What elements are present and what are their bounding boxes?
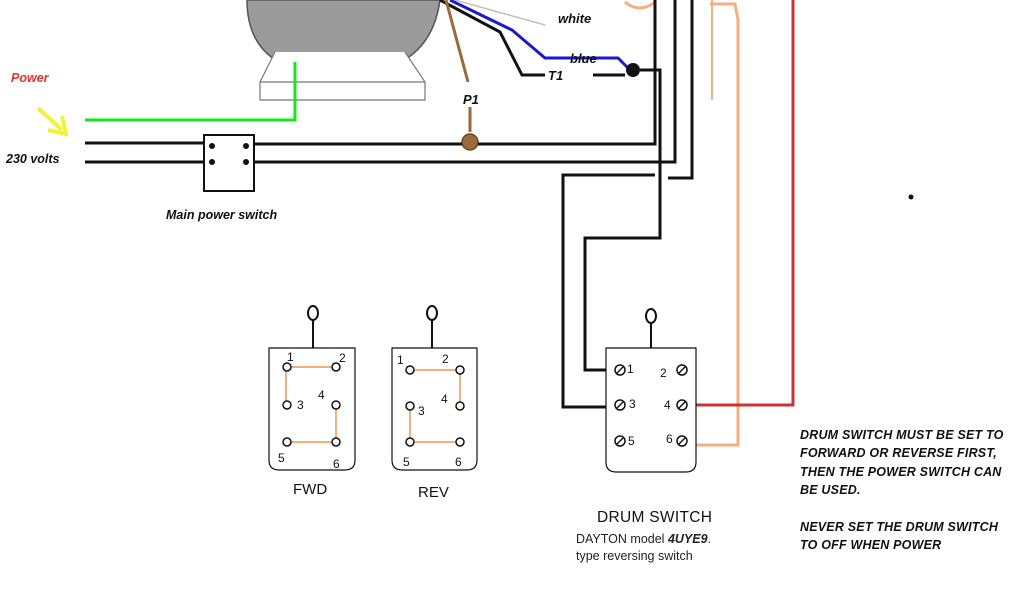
label-230-volts: 230 volts [6,152,60,166]
drum-terminal-5: 5 [628,434,635,448]
wire-blue [449,0,630,70]
label-power: Power [11,71,49,85]
drum-terminal-1: 1 [627,362,634,376]
p1-connector [461,133,479,151]
rev-terminal-6: 6 [455,455,462,469]
drum-subtitle-prefix: DAYTON model [576,532,668,546]
warning-note: DRUM SWITCH MUST BE SET TO FORWARD OR RE… [800,426,1015,554]
main-power-switch [203,134,255,192]
fwd-terminal-1: 1 [287,350,294,364]
fwd-terminal-3: 3 [297,398,304,412]
wire-ground [85,62,297,122]
label-p1: P1 [463,92,479,107]
fwd-terminal-5: 5 [278,451,285,465]
drum-terminal-3: 3 [629,397,636,411]
label-blue: blue [570,51,597,66]
wire-p1 [444,0,470,83]
power-arrow-icon [36,106,69,137]
drum-switch [605,308,697,473]
rev-terminal-3: 3 [418,404,425,418]
fwd-terminal-4: 4 [318,388,325,402]
fwd-title: FWD [293,481,328,498]
wire-junction-down [583,68,662,372]
switch-out-2 [254,0,677,164]
wire-top-loop [624,0,656,10]
wire-red [688,0,795,407]
rev-terminal-4: 4 [441,392,448,406]
motor [246,0,441,101]
rev-terminal-5: 5 [403,455,410,469]
drum-terminal-2: 2 [660,366,667,380]
drum-model: 4UYE9 [667,532,708,546]
fwd-diagram [268,305,356,471]
wire-tan-1 [688,2,740,447]
drum-switch-subtitle: DAYTON model 4UYE9. [576,532,711,546]
wire-white [454,0,546,26]
warning-para-2: NEVER SET THE DRUM SWITCH TO OFF WHEN PO… [800,519,999,553]
rev-title: REV [418,484,449,501]
drum-subtitle-suffix: . [707,532,712,546]
drum-switch-type: type reversing switch [576,549,693,563]
wire-t1 [439,0,545,77]
rev-terminal-2: 2 [442,352,449,366]
wire-drum-3 [561,173,655,409]
label-main-power-switch: Main power switch [166,208,278,222]
wire-right-black [668,0,694,180]
drum-switch-title: DRUM SWITCH [597,509,713,526]
fwd-terminal-6: 6 [333,457,340,471]
label-white: white [558,11,592,26]
stray-dot [908,194,914,200]
label-t1: T1 [548,68,564,83]
rev-terminal-1: 1 [397,353,404,367]
drum-terminal-4: 4 [664,398,671,412]
drum-terminal-6: 6 [666,432,673,446]
switch-out-1b [478,0,657,146]
rev-diagram [391,305,478,471]
warning-para-1: DRUM SWITCH MUST BE SET TO FORWARD OR RE… [800,428,1004,498]
junction-connector [626,63,640,77]
fwd-terminal-2: 2 [339,351,346,365]
